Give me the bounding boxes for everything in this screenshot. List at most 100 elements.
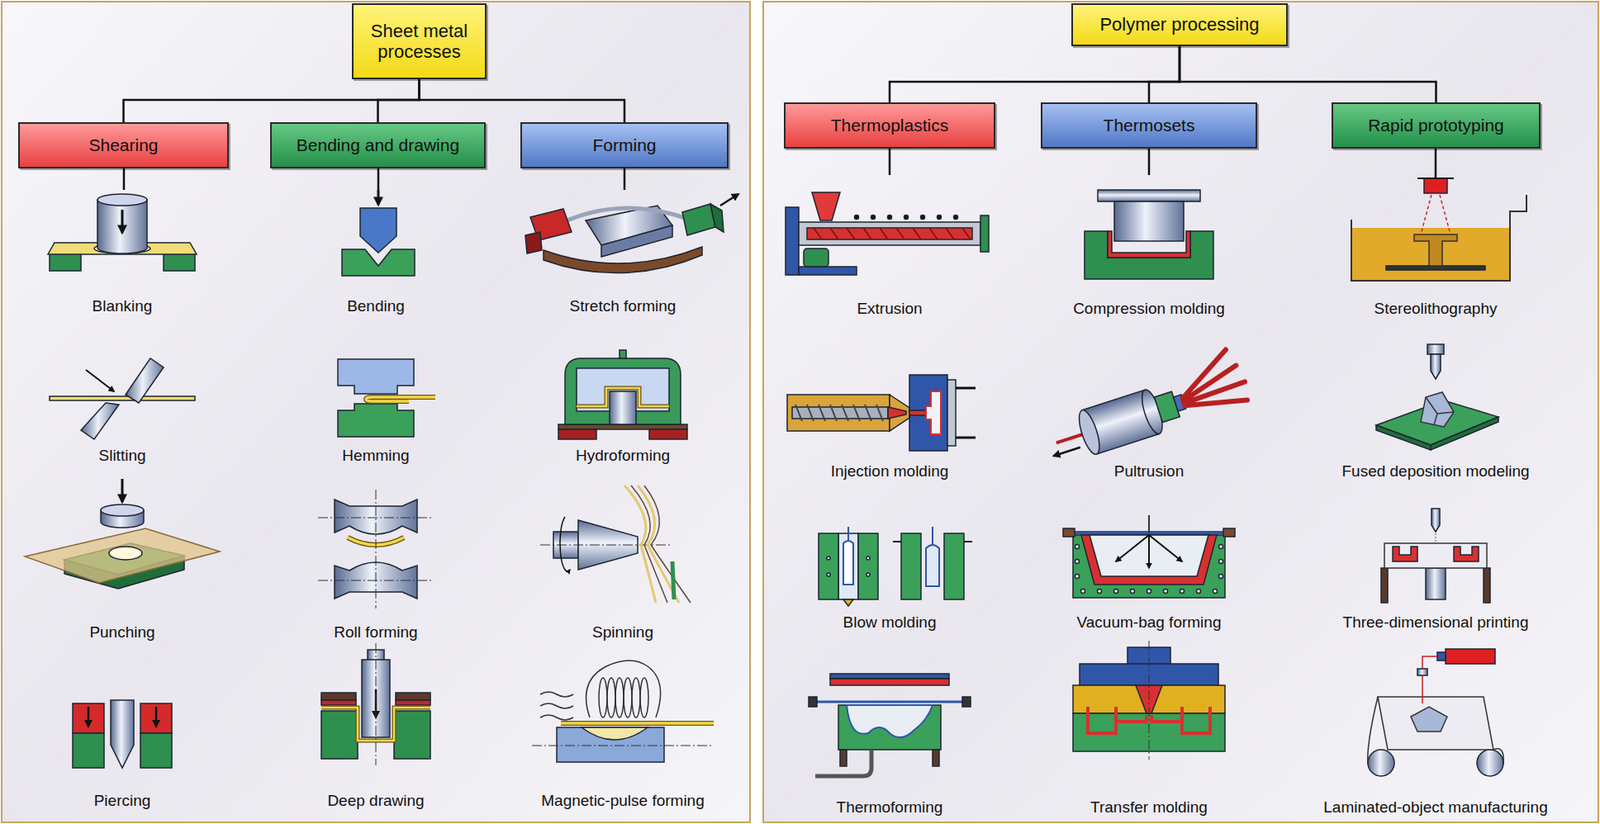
- punching-figure-part: [100, 504, 144, 517]
- piercing-figure-part: [155, 707, 158, 727]
- process-label-slot: Three-dimensional printing: [1343, 613, 1529, 632]
- process-label: Transfer molding: [1090, 798, 1208, 817]
- process-label: Piercing: [94, 792, 152, 810]
- tree-connector: [123, 79, 420, 123]
- process-label-slot: Bending: [346, 297, 405, 316]
- spinning-figure-part: [637, 485, 679, 603]
- piercing-figure-part: [110, 700, 134, 769]
- transfer-molding-figure-part: [1087, 707, 1116, 734]
- process-label: Injection molding: [830, 462, 950, 480]
- three-d-printing-figure-part: [1483, 568, 1491, 603]
- process-label: Extrusion: [856, 299, 922, 318]
- pultrusion-figure: [1039, 346, 1253, 467]
- vacuum-bag-figure-part: [1196, 589, 1202, 594]
- process-label-slot: Thermoforming: [836, 798, 944, 817]
- stereolithography-figure-part: [1351, 194, 1527, 281]
- piercing-figure-part: [140, 703, 172, 734]
- blow-molding-figure-part: [826, 556, 831, 561]
- magnetic-pulse-figure-part: [556, 727, 665, 763]
- process-label-slot: Laminated-object manufacturing: [1323, 798, 1548, 817]
- vacuum-bag-figure-part: [1115, 535, 1149, 562]
- extrusion-figure-part: [798, 266, 857, 276]
- pultrusion-figure-part: [1075, 408, 1104, 457]
- vacuum-bag-figure-part: [1114, 589, 1119, 594]
- hemming-figure-part: [365, 397, 436, 402]
- thermoforming-figure-part: [808, 697, 817, 708]
- hydroforming-figure-part: [558, 424, 688, 430]
- lom-figure-part: [1377, 697, 1494, 751]
- extrusion-figure-part: [798, 222, 981, 246]
- blanking-figure-part: [49, 252, 81, 271]
- vacuum-bag-figure-part: [1081, 589, 1086, 594]
- stub-line-part: [377, 168, 380, 190]
- box-text: Shearing: [88, 135, 158, 156]
- hydroforming-figure-part: [576, 388, 670, 407]
- stretch-forming-figure: [525, 194, 739, 274]
- hydroforming-figure: [558, 350, 688, 440]
- stereolithography-figure-part: [1420, 194, 1432, 235]
- process-label: Blanking: [92, 297, 153, 315]
- deep-drawing-figure-part: [321, 693, 357, 701]
- punching-figure-part: [24, 528, 220, 584]
- roll-forming-figure: [318, 489, 434, 609]
- lom-figure-part: [1367, 697, 1378, 765]
- three-d-printing-figure-part: [1381, 568, 1388, 603]
- process-label-slot: Hemming: [341, 446, 409, 466]
- deep-drawing-figure-part: [321, 711, 358, 760]
- injection-molding-figure-part: [909, 375, 948, 452]
- blanking-figure: [47, 194, 197, 271]
- three-d-printing-figure-part: [1453, 546, 1479, 562]
- magnetic-pulse-figure-part: [586, 660, 661, 718]
- extrusion-figure-part: [811, 192, 841, 221]
- hydroforming-figure-part: [558, 429, 597, 440]
- vacuum-bag-figure-part: [1148, 515, 1150, 533]
- process-label-slot: Transfer molding: [1090, 798, 1208, 817]
- stretch-forming-figure-part: [601, 225, 673, 257]
- deep-drawing-figure-part: [375, 643, 377, 766]
- fdm-figure-part: [1430, 354, 1441, 380]
- process-label-slot: Fused deposition modeling: [1341, 462, 1529, 481]
- tree-connector: [889, 46, 1180, 103]
- process-label: Pultrusion: [1114, 462, 1185, 480]
- box-text: Thermosets: [1103, 115, 1196, 136]
- box-text: Rapid prototyping: [1367, 115, 1505, 136]
- process-label-slot: Extrusion: [856, 299, 922, 319]
- thermoforming-figure: [808, 674, 971, 777]
- blow-molding-figure-part: [826, 573, 831, 577]
- tree-connector: [1148, 46, 1180, 103]
- deep-drawing-figure-part: [395, 700, 431, 706]
- three-d-printing-figure-part: [1431, 508, 1440, 532]
- roll-forming-figure-part: [375, 489, 377, 609]
- process-label-slot: Vacuum-bag forming: [1077, 613, 1222, 632]
- blow-molding-figure-part: [838, 533, 859, 600]
- lom-figure-part: [1437, 652, 1446, 661]
- three-d-printing-figure-part: [1425, 568, 1446, 600]
- hydroforming-figure-part: [564, 358, 681, 425]
- injection-molding-figure-part: [887, 407, 907, 419]
- thermoforming-figure-part: [815, 750, 872, 777]
- tree-connector: [1179, 46, 1437, 103]
- vacuum-bag-figure-part: [1081, 535, 1217, 585]
- lom-figure-part: [1476, 750, 1504, 777]
- bending-figure-part: [377, 189, 380, 205]
- process-label-slot: Spinning: [592, 623, 654, 642]
- process-label: Deep drawing: [327, 792, 424, 810]
- fdm-figure-part: [1420, 392, 1454, 428]
- piercing-figure-part: [72, 733, 105, 769]
- lom-figure-part: [1410, 707, 1448, 732]
- hemming-figure-part: [365, 397, 436, 402]
- extrusion-figure-part: [980, 215, 989, 252]
- blow-molding-figure-part: [866, 556, 870, 561]
- deep-drawing-figure: [321, 643, 431, 766]
- vacuum-bag-figure-part: [1163, 589, 1168, 594]
- extrusion-figure-part: [904, 215, 909, 220]
- lom-figure-part: [1417, 669, 1428, 676]
- injection-molding-figure: [787, 375, 976, 452]
- hemming-figure-part: [337, 359, 414, 395]
- blow-molding-figure-part: [901, 533, 922, 600]
- punching-figure: [24, 479, 220, 589]
- magnetic-pulse-figure-part: [607, 678, 616, 718]
- fdm-figure-part: [1427, 344, 1444, 355]
